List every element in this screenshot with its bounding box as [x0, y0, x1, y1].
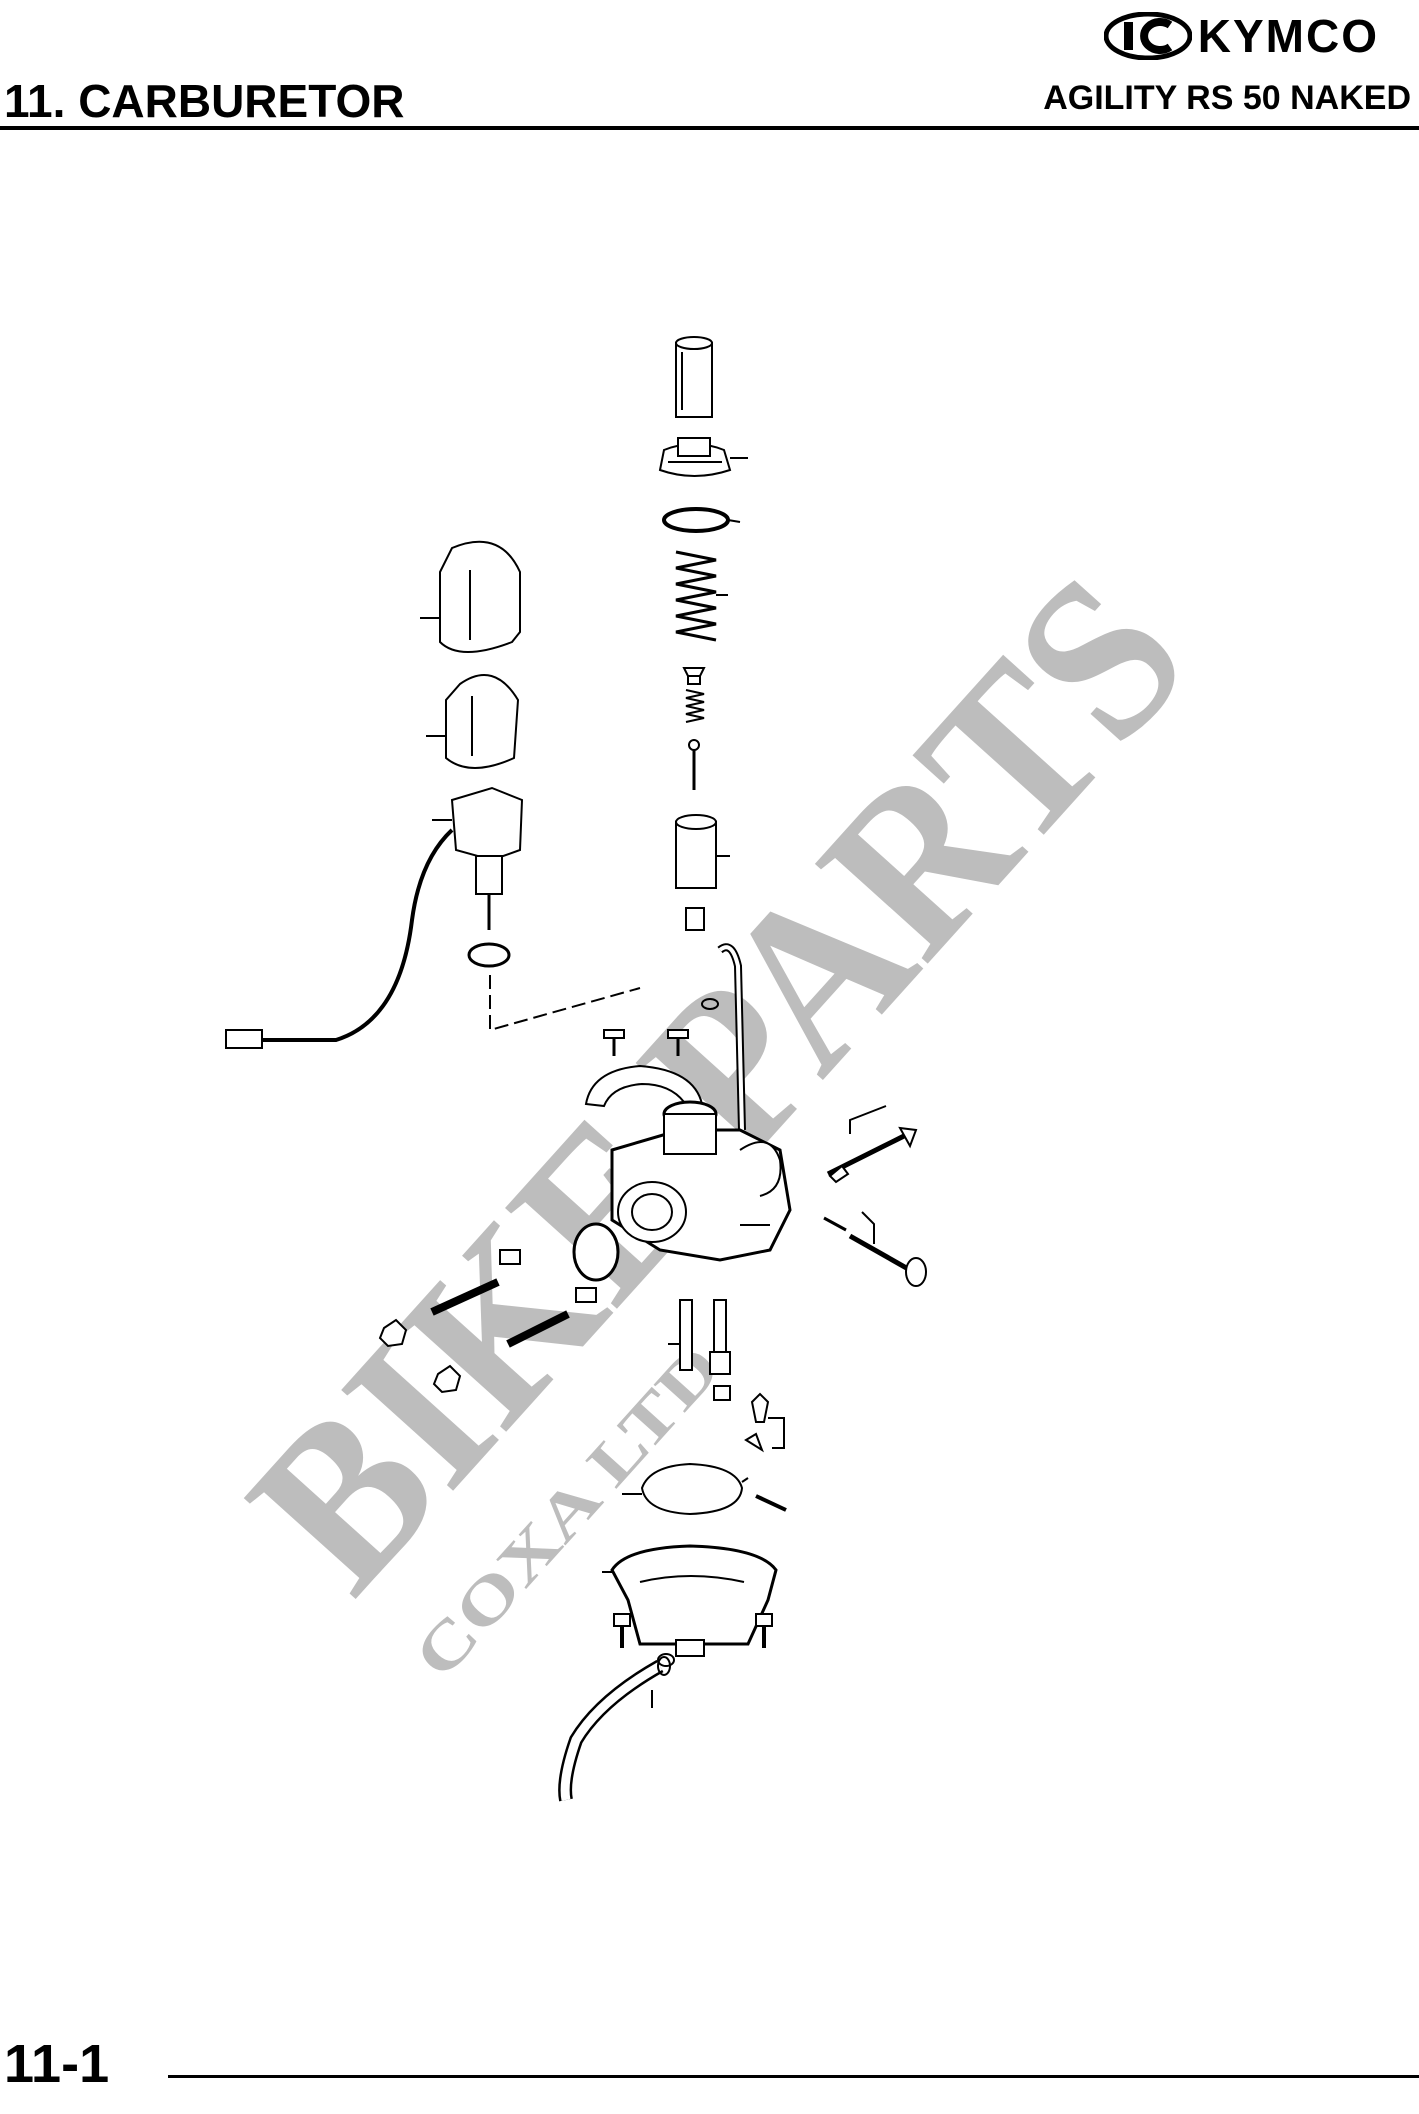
- brand-name: KYMCO: [1197, 10, 1379, 62]
- nut-lower: [432, 1364, 462, 1394]
- top-gasket: [662, 507, 741, 533]
- header-rule: [0, 126, 1419, 130]
- watermark: BIKE PARTS COXA LTD: [201, 528, 1234, 1691]
- mounting-stud-upper: [430, 1249, 521, 1316]
- vent-tube: [701, 943, 746, 1131]
- bowl-screw-left: [613, 1613, 631, 1648]
- throttle-valve: [675, 814, 730, 889]
- inlet-o-ring: [572, 1222, 620, 1282]
- needle-retainer: [682, 667, 706, 685]
- auto-choke-unit: [225, 786, 524, 1049]
- main-jet: [713, 1385, 731, 1401]
- cable-adjuster-tube: [675, 336, 713, 418]
- carburetor-top-cap: [658, 437, 748, 477]
- clamp-screw-left: [603, 1029, 625, 1056]
- page-number: 11-1: [4, 2034, 110, 2094]
- kymco-logo-icon: [1103, 12, 1192, 60]
- drain-hose: [558, 1656, 671, 1802]
- chapter-title: 11. CARBURETOR: [4, 75, 405, 127]
- float-needle: [744, 1392, 785, 1453]
- float-bowl: [602, 1544, 778, 1657]
- footer-rule: [168, 2075, 1419, 2078]
- mixture-adjust-screw: [823, 1211, 927, 1287]
- hose-clip: [651, 1653, 675, 1708]
- needle-jet: [709, 1299, 731, 1375]
- throttle-spring: [675, 550, 728, 642]
- nut-upper: [378, 1318, 408, 1348]
- auto-choke-cover-inner: [426, 674, 520, 769]
- slow-jet: [668, 1299, 693, 1371]
- air-fitting: [685, 907, 705, 931]
- model-name: AGILITY RS 50 NAKED: [1043, 79, 1411, 117]
- carburetor-body: [610, 1100, 792, 1262]
- mounting-stud-lower: [506, 1287, 597, 1348]
- needle-spring: [685, 689, 705, 723]
- idle-adjust-screw: [826, 1105, 918, 1184]
- brand: KYMCO: [1103, 10, 1379, 62]
- float: [622, 1462, 749, 1516]
- clamp-screw-right: [667, 1029, 689, 1056]
- auto-choke-cover-outer: [420, 540, 521, 653]
- bowl-screw-right: [755, 1613, 773, 1648]
- jet-needle: [688, 739, 700, 790]
- float-pin: [755, 1494, 787, 1512]
